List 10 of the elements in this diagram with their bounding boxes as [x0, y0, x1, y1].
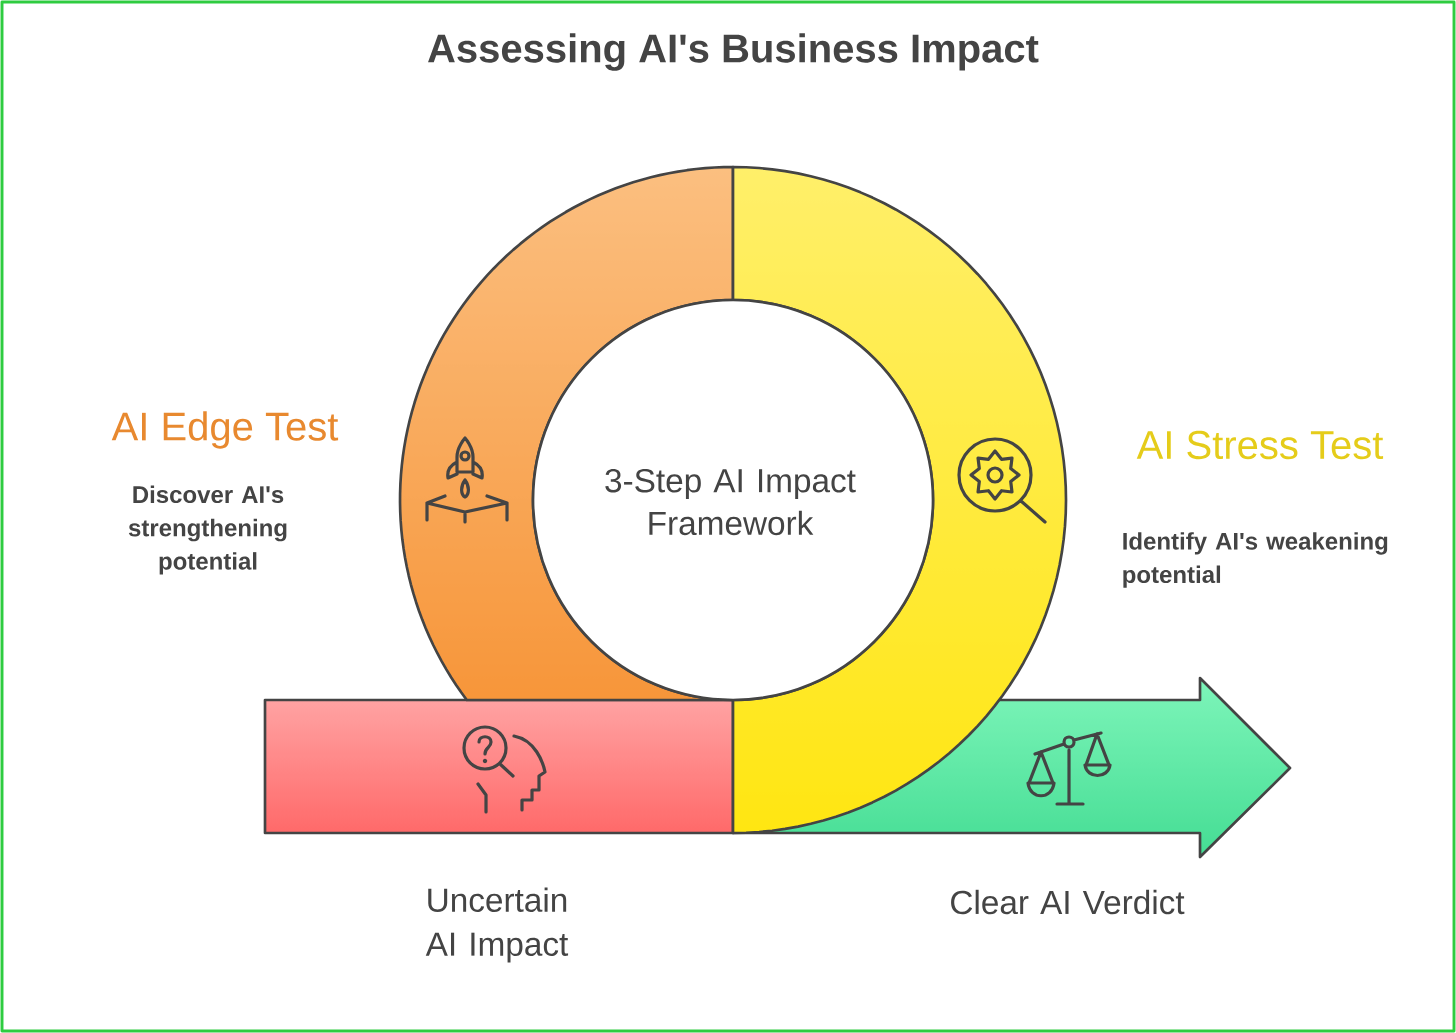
- center-label: 3-Step AI Impact Framework: [605, 468, 856, 536]
- segment-title: AI Stress Test: [1136, 430, 1384, 460]
- title: Assessing AI's Business Impact: [428, 33, 1039, 71]
- segment-title: AI Edge Test: [111, 411, 339, 449]
- stage-label: Uncertain AI Impact: [425, 887, 569, 963]
- bar-box: [263, 698, 735, 835]
- stage-label: Clear AI Verdict: [951, 889, 1185, 915]
- segment-description: Identify AI's weakening potential: [1123, 532, 1388, 588]
- center-circle: [531, 298, 935, 702]
- segment-description: Discover AI's strengthening potential: [128, 485, 287, 575]
